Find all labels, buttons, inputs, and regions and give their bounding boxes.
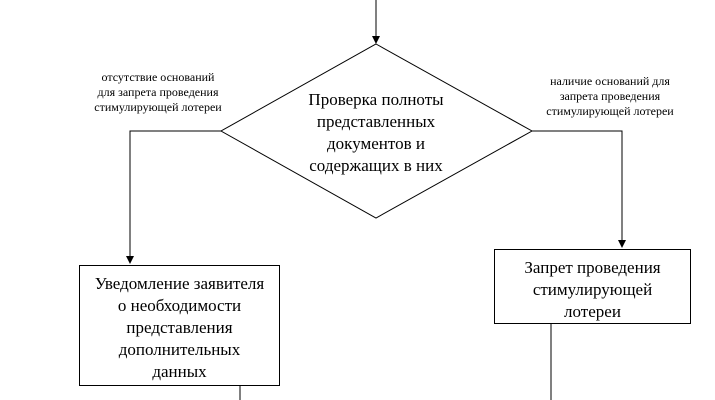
box-line: о необходимости (117, 296, 242, 315)
box-line: Уведомление заявителя (94, 274, 265, 293)
box-line: стимулирующей (532, 280, 653, 299)
condition-line: отсутствие оснований (101, 70, 215, 84)
right-condition-label: наличие оснований для запрета проведения… (525, 74, 695, 119)
box-line: представления (126, 318, 233, 337)
decision-line: документов и (327, 134, 425, 153)
condition-line: стимулирующей лотереи (546, 104, 674, 118)
box-line: данных (152, 362, 207, 381)
box-line: Запрет проведения (524, 258, 661, 277)
condition-line: стимулирующей лотереи (94, 100, 222, 114)
decision-text: Проверка полноты представленных документ… (290, 89, 462, 177)
condition-line: для запрета проведения (97, 85, 219, 99)
right-branch-connector (532, 130, 626, 248)
decision-diamond (219, 43, 534, 219)
condition-line: наличие оснований для (550, 74, 670, 88)
notify-applicant-box: Уведомление заявителя о необходимости пр… (79, 265, 280, 386)
left-branch-connector (126, 130, 221, 264)
decision-line: Проверка полноты (308, 90, 444, 109)
lottery-ban-text: Запрет проведения стимулирующей лотереи (495, 257, 690, 323)
decision-line: представленных (316, 112, 436, 131)
left-condition-label: отсутствие оснований для запрета проведе… (78, 70, 238, 115)
condition-line: запрета проведения (559, 89, 661, 103)
box-line: лотереи (564, 302, 621, 321)
notify-applicant-text: Уведомление заявителя о необходимости пр… (80, 273, 279, 383)
decision-line: содержащих в них (309, 156, 443, 175)
lottery-ban-box: Запрет проведения стимулирующей лотереи (494, 249, 691, 324)
box-line: дополнительных (118, 340, 241, 359)
